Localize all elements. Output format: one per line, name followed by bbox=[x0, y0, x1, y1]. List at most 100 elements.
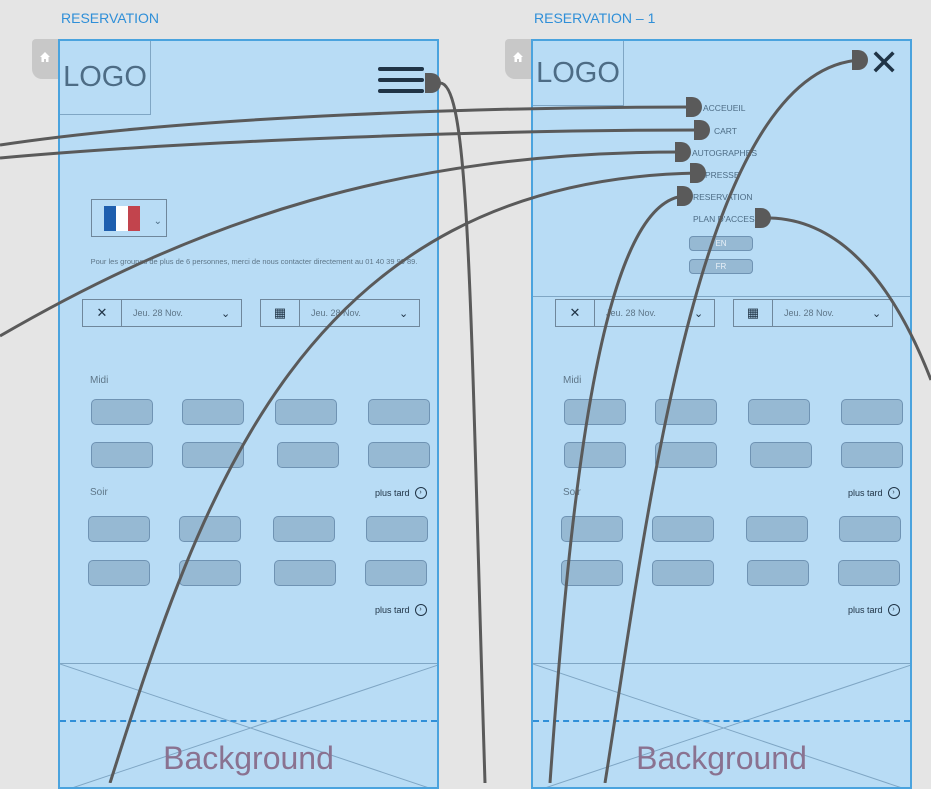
section-lunch: Midi bbox=[90, 375, 109, 386]
time-slot[interactable] bbox=[652, 516, 714, 542]
chevron-right-icon: › bbox=[414, 604, 427, 616]
time-slot[interactable] bbox=[655, 399, 717, 425]
more-later-link[interactable]: plus tard › bbox=[848, 487, 900, 499]
time-slot[interactable] bbox=[839, 516, 901, 542]
date-picker-value: Jeu. 28 Nov. bbox=[784, 308, 834, 318]
menu-item-presse[interactable]: PRESSE bbox=[705, 170, 740, 180]
menu-item-cart[interactable]: CART bbox=[714, 126, 737, 136]
background-label: Background bbox=[163, 740, 334, 776]
link-connector[interactable] bbox=[690, 163, 706, 183]
background-label: Background bbox=[636, 740, 807, 776]
utensils-icon: ✕ bbox=[556, 300, 595, 326]
chevron-down-icon: ⌄ bbox=[221, 307, 231, 320]
logo[interactable]: LOGO bbox=[533, 41, 624, 106]
time-slot[interactable] bbox=[88, 560, 150, 586]
time-slot[interactable] bbox=[564, 399, 626, 425]
time-slot[interactable] bbox=[652, 560, 714, 586]
time-slot[interactable] bbox=[746, 516, 808, 542]
time-slot[interactable] bbox=[366, 516, 428, 542]
time-slot[interactable] bbox=[91, 442, 153, 468]
language-button-en[interactable]: EN bbox=[689, 236, 753, 251]
time-slot[interactable] bbox=[273, 516, 335, 542]
home-icon bbox=[513, 52, 523, 62]
flag-france-icon bbox=[104, 206, 140, 231]
link-connector[interactable] bbox=[686, 97, 702, 117]
artboard-title-reservation-1: RESERVATION – 1 bbox=[534, 10, 656, 26]
home-tab[interactable] bbox=[32, 39, 58, 79]
link-connector[interactable] bbox=[755, 208, 771, 228]
group-notice: Pour les groupes de plus de 6 personnes,… bbox=[90, 257, 418, 266]
time-slot[interactable] bbox=[274, 560, 336, 586]
time-slot[interactable] bbox=[561, 560, 623, 586]
more-later-link[interactable]: plus tard › bbox=[848, 604, 900, 616]
date-picker-value: Jeu. 28 Nov. bbox=[311, 308, 361, 318]
time-slot[interactable] bbox=[277, 442, 339, 468]
close-icon[interactable]: ✕ bbox=[869, 42, 900, 83]
more-later-label: plus tard bbox=[848, 488, 883, 498]
hamburger-menu-icon[interactable] bbox=[378, 67, 424, 100]
time-slot[interactable] bbox=[179, 560, 241, 586]
menu-item-accueil[interactable]: ACCEUEIL bbox=[703, 103, 746, 113]
link-wire bbox=[439, 81, 487, 783]
menu-item-reservation[interactable]: RESERVATION bbox=[693, 192, 753, 202]
chevron-right-icon: › bbox=[887, 487, 900, 499]
more-later-label: plus tard bbox=[375, 488, 410, 498]
time-slot[interactable] bbox=[750, 442, 812, 468]
time-slot[interactable] bbox=[748, 399, 810, 425]
time-slot[interactable] bbox=[182, 399, 244, 425]
background-placeholder: Background bbox=[533, 663, 910, 787]
time-slot[interactable] bbox=[368, 399, 430, 425]
time-slot[interactable] bbox=[655, 442, 717, 468]
calendar-icon: ▦ bbox=[261, 300, 300, 326]
menu-item-plan-acces[interactable]: PLAN D'ACCES bbox=[693, 214, 755, 224]
time-slot[interactable] bbox=[838, 560, 900, 586]
more-later-link[interactable]: plus tard › bbox=[375, 487, 427, 499]
time-slot[interactable] bbox=[368, 442, 430, 468]
link-connector[interactable] bbox=[425, 73, 441, 93]
more-later-link[interactable]: plus tard› bbox=[375, 604, 427, 616]
link-connector[interactable] bbox=[694, 120, 710, 140]
time-slot[interactable] bbox=[88, 516, 150, 542]
menu-item-autographes[interactable]: AUTOGRAPHES bbox=[692, 148, 758, 158]
time-slot[interactable] bbox=[275, 399, 337, 425]
section-dinner: Soir bbox=[563, 487, 581, 498]
link-connector[interactable] bbox=[675, 142, 691, 162]
language-select[interactable]: ⌄ bbox=[91, 199, 167, 237]
meal-picker-value: Jeu. 28 Nov. bbox=[606, 308, 656, 318]
time-slot[interactable] bbox=[179, 516, 241, 542]
meal-picker[interactable]: ✕ Jeu. 28 Nov. ⌄ bbox=[82, 299, 242, 327]
home-icon bbox=[40, 52, 50, 62]
date-picker[interactable]: ▦ Jeu. 28 Nov. ⌄ bbox=[733, 299, 893, 327]
time-slot[interactable] bbox=[841, 442, 903, 468]
section-lunch: Midi bbox=[563, 375, 582, 386]
time-slot[interactable] bbox=[561, 516, 623, 542]
more-later-label: plus tard bbox=[848, 605, 883, 615]
time-slot[interactable] bbox=[564, 442, 626, 468]
time-slot[interactable] bbox=[841, 399, 903, 425]
chevron-down-icon: ⌄ bbox=[694, 307, 704, 320]
time-slot[interactable] bbox=[365, 560, 427, 586]
utensils-icon: ✕ bbox=[83, 300, 122, 326]
section-dinner: Soir bbox=[90, 487, 108, 498]
time-slot[interactable] bbox=[91, 399, 153, 425]
date-picker[interactable]: ▦ Jeu. 28 Nov. ⌄ bbox=[260, 299, 420, 327]
calendar-icon: ▦ bbox=[734, 300, 773, 326]
chevron-down-icon: ⌄ bbox=[153, 216, 162, 227]
logo[interactable]: LOGO bbox=[60, 41, 151, 115]
time-slot[interactable] bbox=[747, 560, 809, 586]
chevron-right-icon: › bbox=[887, 604, 900, 616]
language-button-fr[interactable]: FR bbox=[689, 259, 753, 274]
artboard-title-reservation: RESERVATION bbox=[61, 10, 160, 26]
time-slot[interactable] bbox=[182, 442, 244, 468]
link-connector[interactable] bbox=[677, 186, 693, 206]
link-connector[interactable] bbox=[852, 50, 868, 70]
home-tab[interactable] bbox=[505, 39, 531, 79]
chevron-right-icon: › bbox=[414, 487, 427, 499]
background-placeholder: Background bbox=[60, 663, 437, 787]
meal-picker-value: Jeu. 28 Nov. bbox=[133, 308, 183, 318]
meal-picker[interactable]: ✕ Jeu. 28 Nov. ⌄ bbox=[555, 299, 715, 327]
screen-reservation: LOGO ⌄ Pour les groupes de plus de 6 per… bbox=[58, 39, 439, 789]
chevron-down-icon: ⌄ bbox=[872, 307, 882, 320]
screen-reservation-1: LOGO ✕ ACCEUEIL CART AUTOGRAPHES PRESSE … bbox=[531, 39, 912, 789]
chevron-down-icon: ⌄ bbox=[399, 307, 409, 320]
